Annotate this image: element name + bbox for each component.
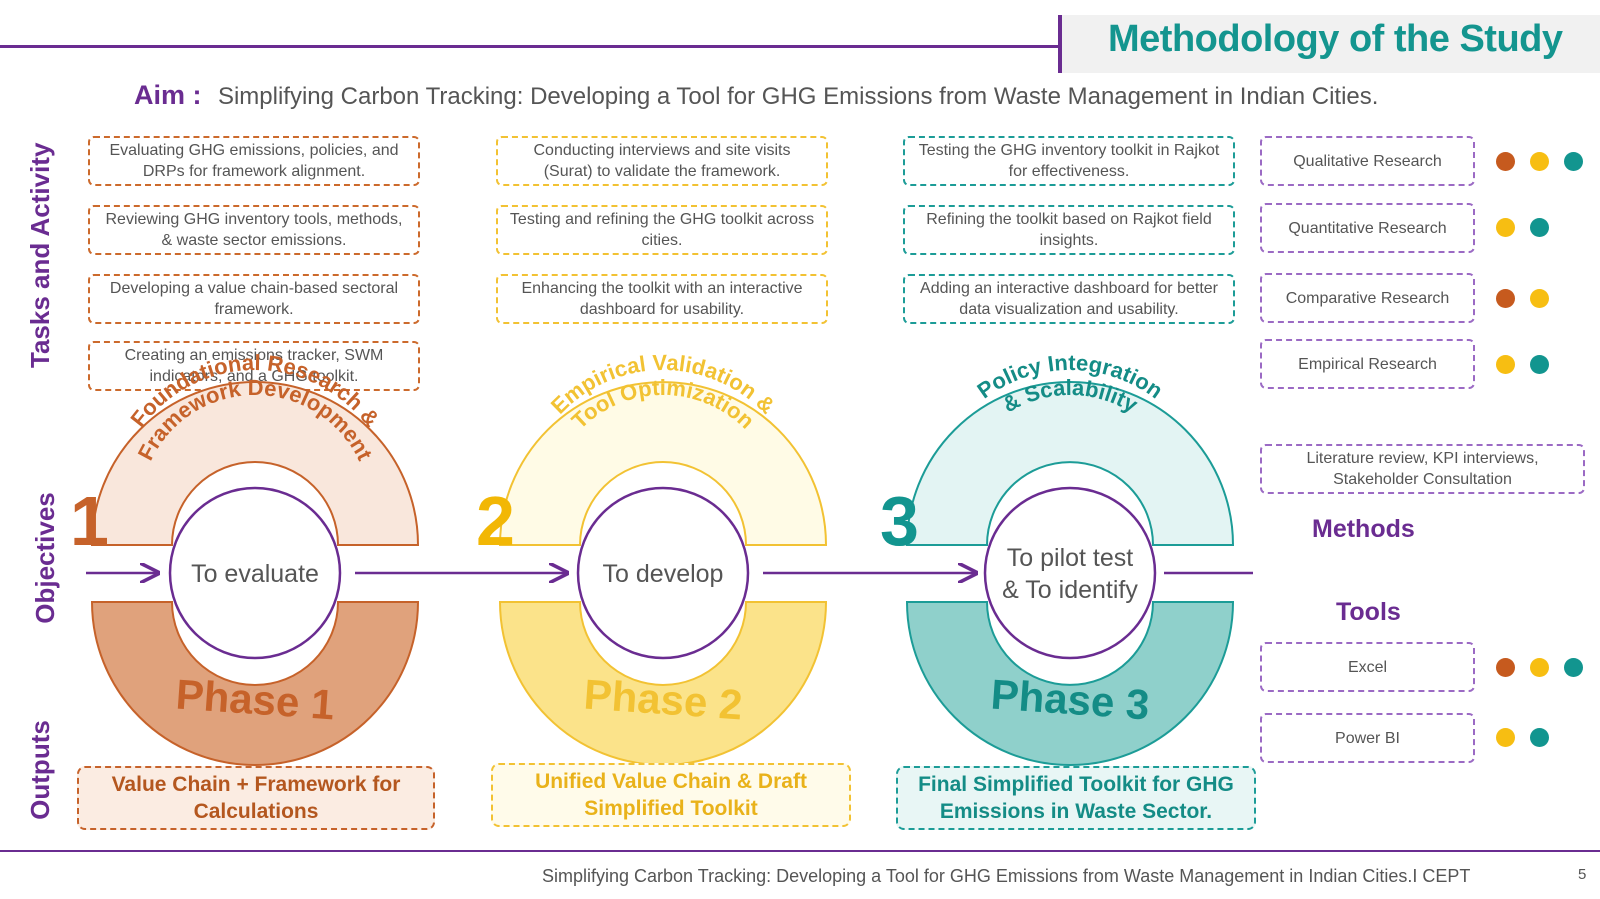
yellow-indicator-dot xyxy=(1530,658,1549,677)
phase-3-upper-arc xyxy=(905,381,1235,546)
tool-box-excel: Excel xyxy=(1260,642,1475,692)
aim-text: Simplifying Carbon Tracking: Developing … xyxy=(217,83,1379,110)
orange-indicator-dot xyxy=(1496,152,1515,171)
phase-1-objective: To evaluate xyxy=(191,560,319,588)
phase-1-objective-circle xyxy=(168,486,342,660)
task-box: Refining the toolkit based on Rajkot fie… xyxy=(903,205,1235,255)
task-box: Evaluating GHG emissions, policies, and … xyxy=(88,136,420,186)
footer-rule xyxy=(0,850,1600,852)
teal-indicator-dot xyxy=(1530,218,1549,237)
task-box: Reviewing GHG inventory tools, methods, … xyxy=(88,205,420,255)
output-box-phase-2: Unified Value Chain & Draft Simplified T… xyxy=(491,763,851,827)
orange-indicator-dot xyxy=(1496,658,1515,677)
research-type-box: Comparative Research xyxy=(1260,273,1475,323)
yellow-indicator-dot xyxy=(1496,355,1515,374)
output-box-phase-3: Final Simplified Toolkit for GHG Emissio… xyxy=(896,766,1256,830)
teal-indicator-dot xyxy=(1564,152,1583,171)
task-box: Adding an interactive dashboard for bett… xyxy=(903,274,1235,324)
footer-text: Simplifying Carbon Tracking: Developing … xyxy=(542,866,1471,886)
yellow-indicator-dot xyxy=(1530,289,1549,308)
methods-box: Literature review, KPI interviews, Stake… xyxy=(1260,444,1585,494)
methods-heading: Methods xyxy=(1312,515,1415,543)
output-box-phase-1: Value Chain + Framework for Calculations xyxy=(77,766,435,830)
task-box: Testing and refining the GHG toolkit acr… xyxy=(496,205,828,255)
task-box: Enhancing the toolkit with an interactiv… xyxy=(496,274,828,324)
research-type-box: Empirical Research xyxy=(1260,339,1475,389)
phase-3-objective-circle xyxy=(983,486,1157,660)
task-box: Testing the GHG inventory toolkit in Raj… xyxy=(903,136,1235,186)
phase-1-group: 1 Foundational Research & Framework Deve… xyxy=(70,350,420,766)
aim-label: Aim : xyxy=(134,80,202,110)
phase-3-lower-arc xyxy=(905,601,1235,766)
page-number: 5 xyxy=(1578,866,1587,883)
phase-3-objective: To pilot test xyxy=(1007,544,1134,572)
phase-3-label: Phase 3 xyxy=(989,671,1151,729)
yellow-indicator-dot xyxy=(1496,728,1515,747)
phase-2-number: 2 xyxy=(476,482,515,560)
orange-indicator-dot xyxy=(1496,289,1515,308)
yellow-indicator-dot xyxy=(1530,152,1549,171)
phase-1-number: 1 xyxy=(70,482,109,560)
research-type-box: Qualitative Research xyxy=(1260,136,1475,186)
phase-1-upper-arc xyxy=(90,381,420,546)
phase-2-label: Phase 2 xyxy=(582,671,744,729)
header-rule xyxy=(0,45,1060,48)
task-box: Conducting interviews and site visits (S… xyxy=(496,136,828,186)
phase-1-lower-arc xyxy=(90,601,420,766)
phase-3-group: 3 Policy Integration & Scalability To pi… xyxy=(880,350,1235,766)
phase-2-objective-circle xyxy=(576,486,750,660)
teal-indicator-dot xyxy=(1530,728,1549,747)
phase-2-upper-arc xyxy=(498,381,828,546)
phase-2-lower-arc xyxy=(498,601,828,766)
yellow-indicator-dot xyxy=(1496,218,1515,237)
phase-3-number: 3 xyxy=(880,482,919,560)
tool-box-powerbi: Power BI xyxy=(1260,713,1475,763)
phase-1-label: Phase 1 xyxy=(174,671,336,729)
tools-heading: Tools xyxy=(1336,598,1401,626)
aim-statement: Aim : Simplifying Carbon Tracking: Devel… xyxy=(134,80,1378,111)
page-title: Methodology of the Study xyxy=(1108,18,1563,60)
teal-indicator-dot xyxy=(1564,658,1583,677)
teal-indicator-dot xyxy=(1530,355,1549,374)
phase-2-objective: To develop xyxy=(603,560,724,588)
title-bar xyxy=(1058,15,1600,73)
research-type-box: Quantitative Research xyxy=(1260,203,1475,253)
phase-3-objective-line2: & To identify xyxy=(1002,576,1138,604)
phase-2-group: 2 Empirical Validation & Tool Optimizati… xyxy=(476,350,828,766)
task-box: Developing a value chain-based sectoral … xyxy=(88,274,420,324)
